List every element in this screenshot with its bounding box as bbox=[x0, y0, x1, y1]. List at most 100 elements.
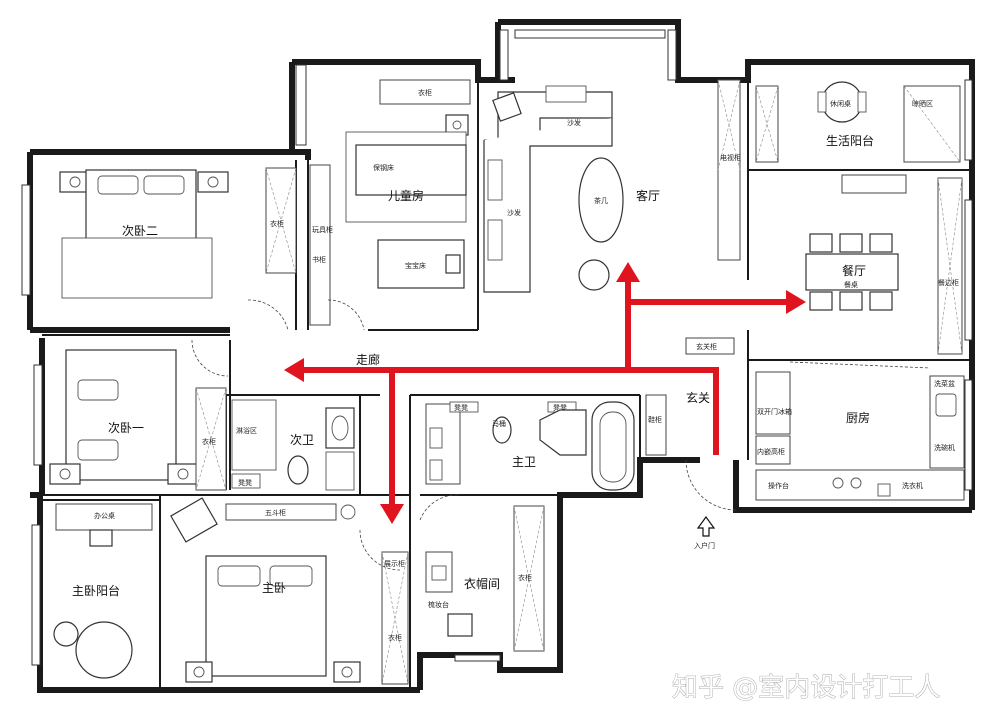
dining-chair bbox=[839, 291, 863, 311]
stool-label: 凳凳 bbox=[454, 403, 468, 412]
desk-label: 办公桌 bbox=[94, 511, 115, 520]
room-second-bedroom-2: 衣柜 次卧二 bbox=[59, 167, 297, 331]
door-swing bbox=[419, 494, 461, 521]
room-label-dining: 餐厅 bbox=[842, 263, 866, 278]
toy-book-cabinet bbox=[309, 164, 331, 326]
wardrobe-kids bbox=[379, 79, 471, 105]
room-walk-in-closet: 梳妆台 衣柜 衣帽间 bbox=[419, 494, 545, 652]
room-label-corridor: 走廊 bbox=[356, 352, 380, 367]
foyer-cabinet bbox=[685, 337, 735, 355]
pillow bbox=[143, 175, 185, 195]
balcony-cabinet bbox=[755, 85, 779, 163]
window-kitchen bbox=[964, 379, 973, 491]
sink-icon bbox=[935, 393, 957, 417]
windows bbox=[21, 29, 973, 666]
dining-chair bbox=[839, 233, 863, 253]
pillow bbox=[97, 175, 139, 195]
foyer-cabinet-label: 玄关柜 bbox=[696, 342, 717, 351]
window-living-top bbox=[514, 29, 666, 39]
toilet-label: 马桶 bbox=[492, 419, 506, 428]
bed-single bbox=[355, 144, 467, 196]
dresser-stool bbox=[447, 613, 473, 637]
chair bbox=[817, 91, 827, 113]
double-fridge bbox=[755, 371, 791, 435]
shower-enclosure bbox=[539, 409, 587, 456]
wall-cabinet bbox=[841, 174, 907, 194]
rug bbox=[61, 237, 213, 299]
door-swing bbox=[327, 299, 365, 331]
round-chair bbox=[53, 621, 79, 647]
built-in-cabinet bbox=[755, 435, 791, 465]
sideboard-label: 餐边柜 bbox=[938, 278, 959, 287]
wardrobe-label: 衣柜 bbox=[202, 437, 216, 446]
fridge-label: 双开门冰箱 bbox=[757, 407, 792, 416]
lamp-icon bbox=[340, 504, 356, 520]
stool bbox=[449, 401, 479, 413]
dining-table bbox=[805, 253, 899, 291]
toy-cabinet-label: 玩具柜 bbox=[312, 225, 333, 234]
tea-table-label: 茶几 bbox=[594, 196, 608, 205]
shoe-cabinet-label: 鞋柜 bbox=[648, 415, 662, 424]
dishwasher-label: 洗碗机 bbox=[934, 443, 955, 452]
room-dining: 餐厅 餐桌 餐边柜 bbox=[805, 174, 963, 355]
tea-table bbox=[578, 157, 624, 243]
armchair bbox=[492, 92, 522, 122]
arrow-head-north bbox=[616, 262, 640, 282]
burner-icon bbox=[850, 477, 862, 489]
room-label-walk-in-closet: 衣帽间 bbox=[464, 576, 500, 591]
drawer-icon bbox=[431, 565, 447, 581]
window-laundry bbox=[964, 79, 973, 161]
room-label-master-bath: 主卫 bbox=[512, 455, 536, 469]
room-kitchen: 双开门冰箱 内嵌高柜 操作台 洗衣机 洗菜盆 洗碗机 厨房 bbox=[755, 361, 965, 501]
wardrobe-label: 衣柜 bbox=[270, 219, 284, 228]
dining-chair bbox=[809, 291, 833, 311]
sliding-door bbox=[789, 361, 931, 369]
pillow bbox=[269, 565, 313, 587]
sofa-label: 沙发 bbox=[567, 118, 581, 127]
piano-bed-label: 保钢床 bbox=[373, 163, 394, 172]
room-laundry-balcony: 休闲桌 晾晒区 生活阳台 bbox=[755, 81, 961, 163]
shower-label: 淋浴区 bbox=[236, 426, 257, 435]
cushion bbox=[545, 85, 587, 103]
sofa-label: 沙发 bbox=[507, 208, 521, 217]
entrance-label: 入户门 bbox=[694, 541, 715, 550]
room-foyer: 玄关柜 玄关 鞋柜 入户门 bbox=[645, 337, 737, 550]
tv-cabinet bbox=[717, 79, 741, 261]
room-master-bedroom: 五斗柜 展示柜 衣柜 主卧 bbox=[170, 497, 409, 685]
dresser-label: 梳妆台 bbox=[428, 600, 449, 609]
arrow-head-east bbox=[786, 290, 806, 314]
sideboard bbox=[937, 177, 963, 355]
window-living-r bbox=[667, 29, 677, 81]
arrow-head-west bbox=[284, 358, 304, 382]
lamp-icon bbox=[59, 468, 71, 480]
corridor-arrow-main bbox=[300, 367, 719, 455]
room-master-bath: 凳凳 马桶 凳凳 主卫 bbox=[425, 401, 635, 491]
watermark: 知乎 @室内设计打工人 bbox=[672, 673, 940, 703]
arrow-head-south bbox=[380, 504, 404, 524]
leisure-table-label: 休闲桌 bbox=[830, 99, 851, 108]
lamp-icon bbox=[207, 176, 219, 188]
room-label-master-bedroom: 主卧 bbox=[262, 581, 286, 595]
dining-chair bbox=[869, 233, 893, 253]
room-master-balcony: 办公桌 主卧阳台 bbox=[53, 503, 153, 679]
wardrobe-label: 衣柜 bbox=[388, 633, 402, 642]
cushion bbox=[487, 219, 503, 261]
room-label-living: 客厅 bbox=[636, 188, 660, 203]
chair bbox=[445, 254, 461, 274]
sink-icon bbox=[429, 459, 443, 481]
display-cabinet-label: 展示柜 bbox=[384, 559, 405, 568]
chest bbox=[225, 503, 337, 521]
basin bbox=[325, 407, 355, 449]
room-second-bedroom-1: 衣柜 次卧一 bbox=[49, 339, 229, 491]
lamp-icon bbox=[341, 666, 353, 678]
door-swing bbox=[359, 529, 401, 571]
toilet bbox=[492, 416, 512, 444]
bathtub-inner bbox=[599, 411, 627, 483]
wardrobe-label: 衣柜 bbox=[418, 88, 432, 97]
built-in-label: 内嵌高柜 bbox=[757, 447, 785, 456]
baby-bed-label: 宝宝床 bbox=[405, 261, 426, 270]
window-kids bbox=[295, 64, 307, 146]
dining-chair bbox=[869, 291, 893, 311]
room-label-master-balcony: 主卧阳台 bbox=[72, 583, 120, 598]
circulation-arrows: 走廊 bbox=[284, 262, 806, 524]
